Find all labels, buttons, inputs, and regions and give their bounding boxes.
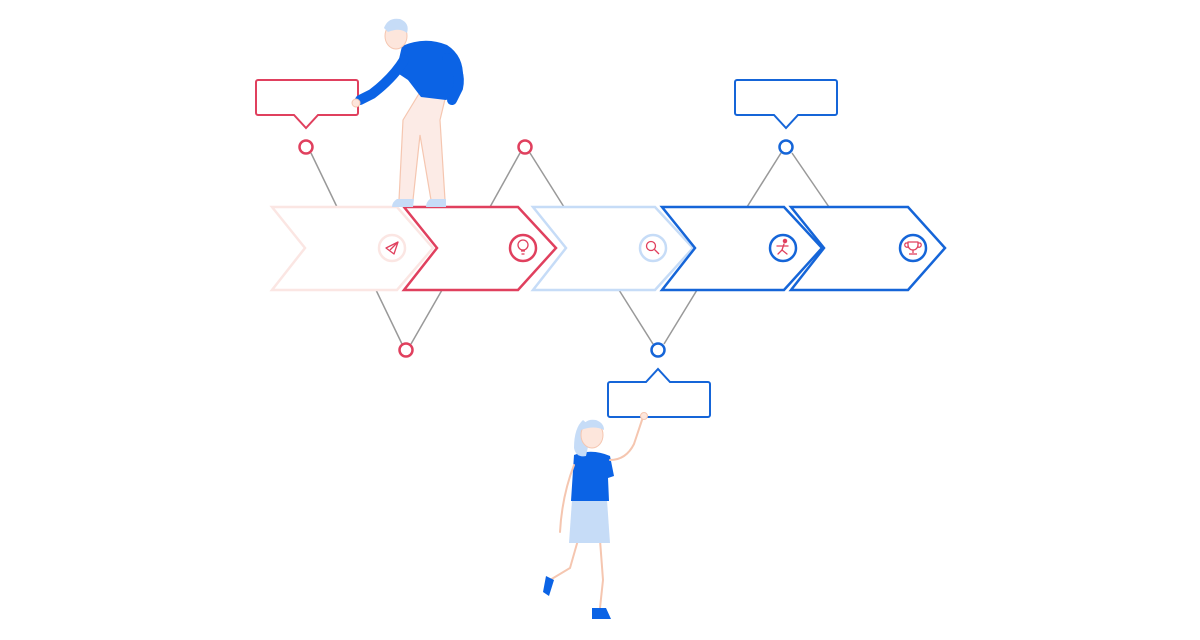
woman-hair	[581, 419, 604, 430]
man-hand	[351, 98, 361, 108]
woman-arm	[559, 464, 575, 533]
connector-line	[410, 289, 443, 345]
timeline-steps	[269, 205, 947, 292]
callout-box-3[interactable]	[607, 367, 711, 418]
step-5-chevron	[788, 205, 947, 292]
paper-plane-icon	[385, 241, 399, 255]
man-shoe	[392, 199, 414, 207]
man-arm	[355, 55, 409, 105]
woman-leg	[549, 539, 579, 581]
woman-figure	[543, 412, 648, 619]
man-figure	[351, 18, 464, 207]
runner-icon	[776, 238, 789, 255]
connector-line	[489, 152, 521, 208]
connector-line	[310, 152, 338, 208]
trophy-icon	[904, 241, 922, 255]
marker-pin[interactable]	[517, 139, 533, 155]
marker-pin[interactable]	[398, 342, 414, 358]
woman-shirt	[571, 451, 614, 501]
callout-box-2[interactable]	[734, 79, 838, 130]
connector-lines	[310, 152, 830, 345]
step-4-icon-badge	[768, 233, 798, 263]
marker-pin[interactable]	[650, 342, 666, 358]
marker-pin[interactable]	[778, 139, 794, 155]
step-2-chevron	[401, 205, 558, 292]
step-1-icon-badge	[377, 233, 407, 263]
woman-arm	[609, 419, 643, 461]
woman-shoe	[592, 608, 611, 619]
step-1-chevron	[269, 205, 435, 292]
woman-shoe	[543, 576, 554, 596]
connector-line	[375, 289, 403, 345]
man-shoe	[426, 199, 446, 207]
connector-line	[791, 152, 830, 208]
man-arm	[442, 53, 464, 105]
step-3-icon-badge	[638, 233, 668, 263]
connector-line	[746, 152, 782, 208]
lightbulb-icon	[517, 239, 529, 255]
connector-line	[663, 289, 698, 345]
man-hair	[384, 18, 408, 33]
step-4-chevron	[659, 205, 824, 292]
marker-pin[interactable]	[298, 139, 314, 155]
callout-box-1[interactable]	[255, 79, 359, 130]
woman-hand	[640, 412, 648, 420]
step-2-icon-badge	[508, 233, 538, 263]
woman-leg	[599, 539, 605, 609]
step-3-chevron	[530, 205, 695, 292]
woman-skirt	[569, 500, 610, 543]
timeline-markers	[298, 139, 794, 358]
man-pants	[398, 91, 447, 201]
magnifier-icon	[645, 240, 660, 255]
connector-line	[529, 152, 565, 208]
step-5-icon-badge	[898, 233, 928, 263]
connector-line	[618, 289, 654, 345]
